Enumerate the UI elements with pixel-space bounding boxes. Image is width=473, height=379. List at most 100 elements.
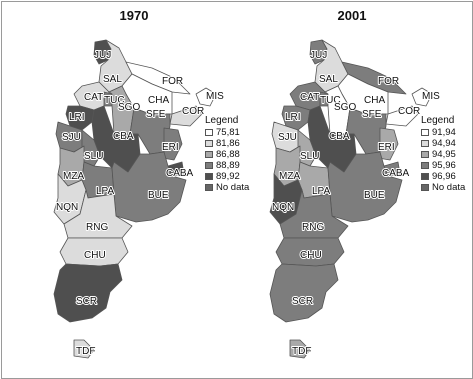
province-scr xyxy=(53,263,123,323)
province-label-tdf: TDF xyxy=(76,346,95,357)
legend-item: 91,94 xyxy=(421,127,465,138)
legend-label: 94,95 xyxy=(432,149,456,160)
legend-item: 86,88 xyxy=(205,149,249,160)
legend-swatch xyxy=(421,129,429,136)
province-label-nqn: NQN xyxy=(56,202,78,213)
legend-swatch xyxy=(421,140,429,147)
legend-swatch xyxy=(205,173,213,180)
province-label-scr: SCR xyxy=(76,296,97,307)
legend-1970: Legend 75,81 81,86 86,88 88,89 89,92 No … xyxy=(205,115,249,193)
legend-label: 96,96 xyxy=(432,171,456,182)
province-label-sfe: SFE xyxy=(362,109,382,120)
province-mis xyxy=(411,87,433,107)
province-label-chu: CHU xyxy=(84,250,106,261)
province-label-cha: CHA xyxy=(148,95,169,106)
province-label-sgo: SGO xyxy=(334,102,356,113)
province-label-sju: SJU xyxy=(62,132,81,143)
legend-swatch xyxy=(205,140,213,147)
province-label-eri: ERI xyxy=(162,142,179,153)
legend-swatch xyxy=(421,151,429,158)
province-label-mza: MZA xyxy=(279,171,300,182)
province-label-tuc: TUC xyxy=(320,95,341,106)
province-label-caba: CABA xyxy=(382,168,410,179)
province-label-cba: CBA xyxy=(329,131,350,142)
province-label-cat: CAT xyxy=(84,92,103,103)
province-label-mis: MIS xyxy=(206,91,224,102)
legend-item: 94,94 xyxy=(421,138,465,149)
map-title-1970: 1970 xyxy=(119,8,149,23)
province-label-lri: LRI xyxy=(285,112,301,123)
province-label-sal: SAL xyxy=(319,74,338,85)
province-label-sju: SJU xyxy=(278,132,297,143)
province-label-cor: COR xyxy=(398,106,420,117)
province-label-cor: COR xyxy=(182,106,204,117)
legend-swatch xyxy=(205,184,213,191)
province-label-mis: MIS xyxy=(422,91,440,102)
province-label-nqn: NQN xyxy=(272,202,294,213)
province-label-lpa: LPA xyxy=(96,186,114,197)
province-label-for: FOR xyxy=(162,76,183,87)
legend-item: No data xyxy=(205,182,249,193)
legend-item: 96,96 xyxy=(421,171,465,182)
legend-label: No data xyxy=(216,182,250,193)
legend-label: 86,88 xyxy=(216,149,240,160)
province-label-scr: SCR xyxy=(292,296,313,307)
province-tdf xyxy=(73,339,95,359)
province-label-slu: SLU xyxy=(300,151,319,162)
legend-label: 88,89 xyxy=(216,160,240,171)
province-label-rng: RNG xyxy=(86,222,108,233)
legend-2001: Legend 91,94 94,94 94,95 95,96 96,96 No … xyxy=(421,115,465,193)
legend-label: No data xyxy=(432,182,466,193)
province-lri xyxy=(65,105,95,131)
legend-label: 91,94 xyxy=(432,127,456,138)
province-label-chu: CHU xyxy=(300,250,322,261)
legend-title: Legend xyxy=(421,115,455,126)
legend-item: 94,95 xyxy=(421,149,465,160)
province-tdf xyxy=(289,339,311,359)
province-label-cba: CBA xyxy=(113,131,134,142)
legend-swatch xyxy=(421,184,429,191)
province-label-caba: CABA xyxy=(166,168,194,179)
legend-swatch xyxy=(421,162,429,169)
legend-label: 89,92 xyxy=(216,171,240,182)
province-label-lri: LRI xyxy=(69,112,85,123)
province-label-rng: RNG xyxy=(302,222,324,233)
province-mis xyxy=(195,87,217,107)
province-scr xyxy=(269,263,339,323)
province-label-juj: JUJ xyxy=(94,50,111,61)
legend-title: Legend xyxy=(205,115,239,126)
province-label-cha: CHA xyxy=(364,95,385,106)
legend-label: 95,96 xyxy=(432,160,456,171)
legend-item: 75,81 xyxy=(205,127,249,138)
legend-label: 75,81 xyxy=(216,127,240,138)
province-label-sfe: SFE xyxy=(146,109,166,120)
province-label-juj: JUJ xyxy=(310,50,327,61)
province-label-bue: BUE xyxy=(364,190,385,201)
province-label-sal: SAL xyxy=(103,74,122,85)
province-label-mza: MZA xyxy=(63,171,84,182)
province-label-cat: CAT xyxy=(300,92,319,103)
legend-item: 88,89 xyxy=(205,160,249,171)
province-label-lpa: LPA xyxy=(312,186,330,197)
province-label-bue: BUE xyxy=(148,190,169,201)
legend-swatch xyxy=(205,151,213,158)
province-lri xyxy=(281,105,311,131)
legend-swatch xyxy=(205,162,213,169)
province-label-sgo: SGO xyxy=(118,102,140,113)
legend-label: 81,86 xyxy=(216,138,240,149)
legend-swatch xyxy=(421,173,429,180)
province-label-for: FOR xyxy=(378,76,399,87)
province-label-eri: ERI xyxy=(378,142,395,153)
province-label-slu: SLU xyxy=(84,151,103,162)
legend-item: No data xyxy=(421,182,465,193)
legend-item: 81,86 xyxy=(205,138,249,149)
legend-item: 89,92 xyxy=(205,171,249,182)
province-label-tuc: TUC xyxy=(104,95,125,106)
legend-item: 95,96 xyxy=(421,160,465,171)
province-label-tdf: TDF xyxy=(292,346,311,357)
legend-label: 94,94 xyxy=(432,138,456,149)
